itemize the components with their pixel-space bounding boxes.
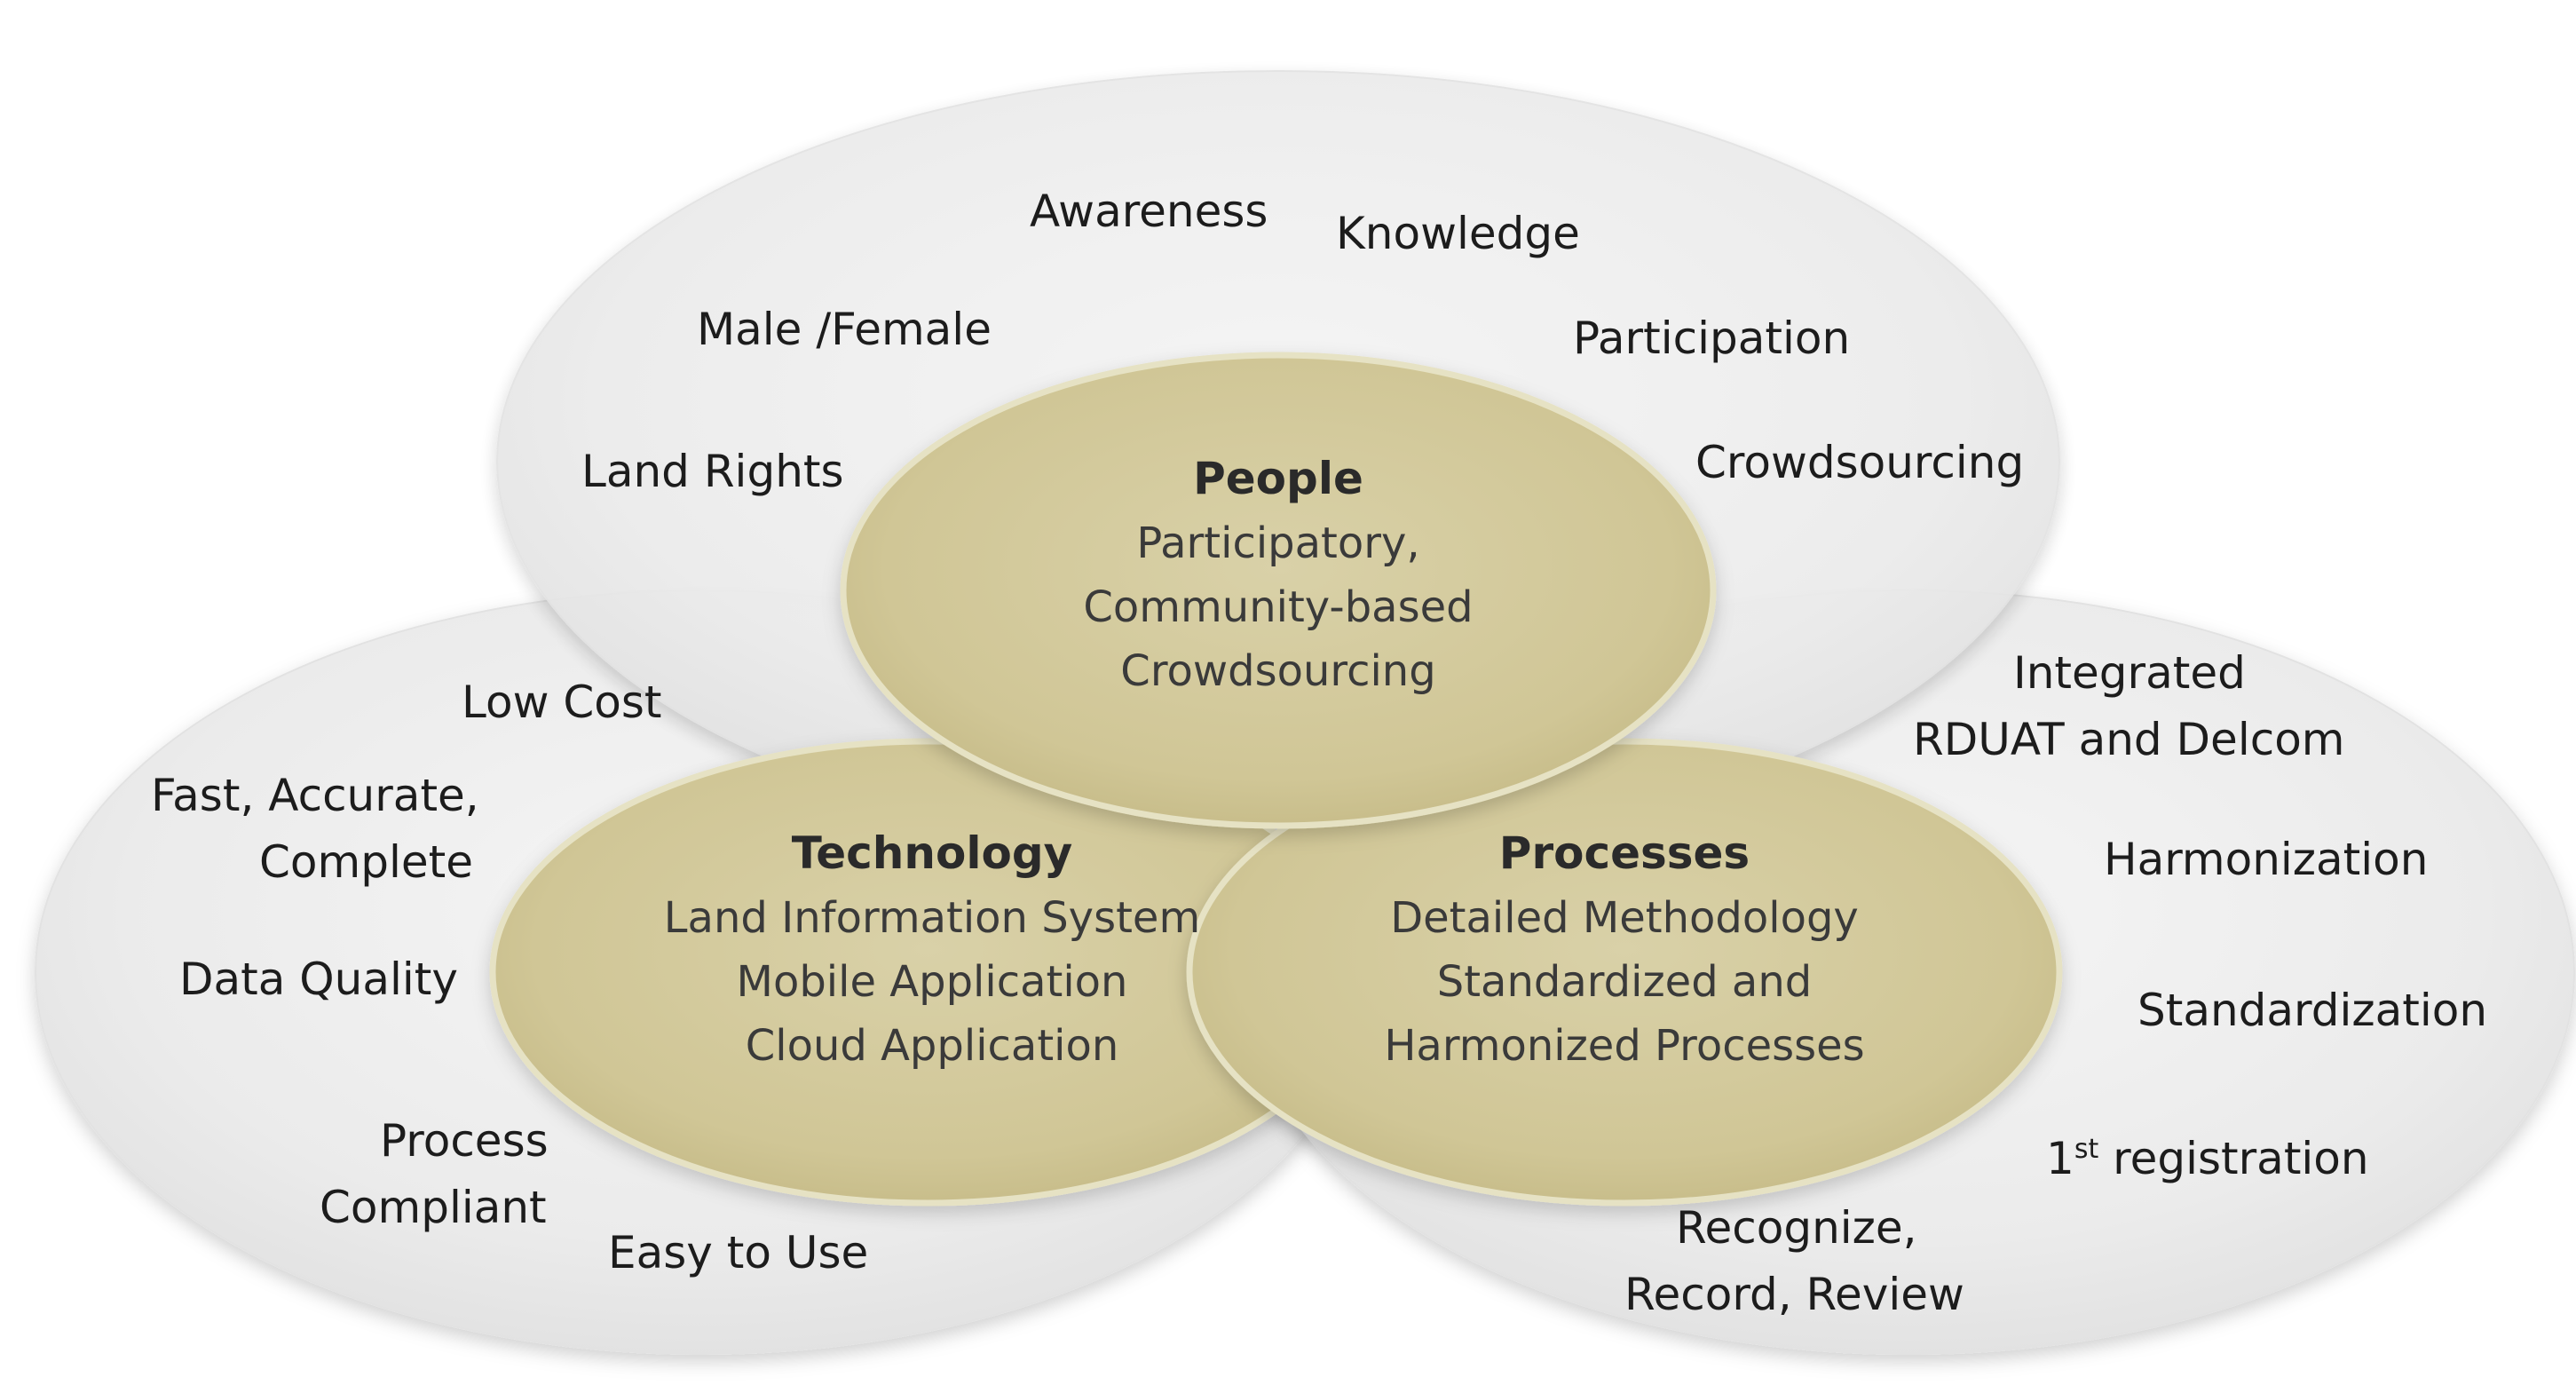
technology-title: Technology <box>792 827 1072 879</box>
first-registration-text: registration <box>2098 1133 2368 1184</box>
integrated-label: Integrated <box>2013 647 2246 699</box>
people-attributes: Awareness Knowledge Male /Female Partici… <box>581 186 2024 497</box>
awareness-label: Awareness <box>1030 186 1268 237</box>
low-cost-label: Low Cost <box>462 677 662 728</box>
core-ellipses <box>489 352 2063 1207</box>
people-core-ellipse <box>840 352 1717 829</box>
people-line-3: Crowdsourcing <box>1120 646 1435 696</box>
harmonization-label: Harmonization <box>2104 834 2428 885</box>
processes-title: Processes <box>1499 827 1750 879</box>
processes-line-3: Harmonized Processes <box>1384 1021 1864 1071</box>
technology-line-2: Mobile Application <box>737 957 1128 1007</box>
rduat-delcom-label: RDUAT and Delcom <box>1913 714 2345 765</box>
knowledge-label: Knowledge <box>1336 208 1580 259</box>
first-registration-label: 1st registration <box>2046 1133 2369 1184</box>
technology-line-1: Land Information System <box>664 893 1200 943</box>
technology-core-text: Technology Land Information System Mobil… <box>664 827 1200 1071</box>
people-line-1: Participatory, <box>1136 518 1419 568</box>
record-review-label: Record, Review <box>1624 1269 1964 1320</box>
technology-attributes: Low Cost Fast, Accurate, Complete Data Q… <box>151 677 868 1278</box>
processes-core-text: Processes Detailed Methodology Standardi… <box>1384 827 1864 1071</box>
participation-label: Participation <box>1573 313 1850 364</box>
recognize-label: Recognize, <box>1676 1202 1917 1254</box>
process-label: Process <box>380 1115 549 1167</box>
male-female-label: Male /Female <box>697 304 992 355</box>
processes-core-ellipse <box>1186 738 2063 1207</box>
processes-line-1: Detailed Methodology <box>1390 893 1859 943</box>
standardization-label: Standardization <box>2137 985 2487 1036</box>
first-registration-superscript: st <box>2074 1134 2099 1165</box>
easy-to-use-label: Easy to Use <box>608 1227 868 1278</box>
compliant-label: Compliant <box>320 1182 547 1233</box>
crowdsourcing-label: Crowdsourcing <box>1695 437 2024 488</box>
processes-attributes: Integrated RDUAT and Delcom Harmonizatio… <box>1624 647 2487 1320</box>
technology-line-3: Cloud Application <box>746 1021 1119 1071</box>
data-quality-label: Data Quality <box>179 954 458 1005</box>
first-registration-number: 1 <box>2046 1133 2074 1184</box>
people-line-2: Community-based <box>1083 582 1473 632</box>
land-rights-label: Land Rights <box>581 446 844 497</box>
people-title: People <box>1193 453 1363 504</box>
processes-line-2: Standardized and <box>1437 957 1812 1007</box>
complete-label: Complete <box>259 836 473 888</box>
fast-accurate-label: Fast, Accurate, <box>151 770 479 821</box>
people-core-text: People Participatory, Community-based Cr… <box>1083 453 1473 696</box>
